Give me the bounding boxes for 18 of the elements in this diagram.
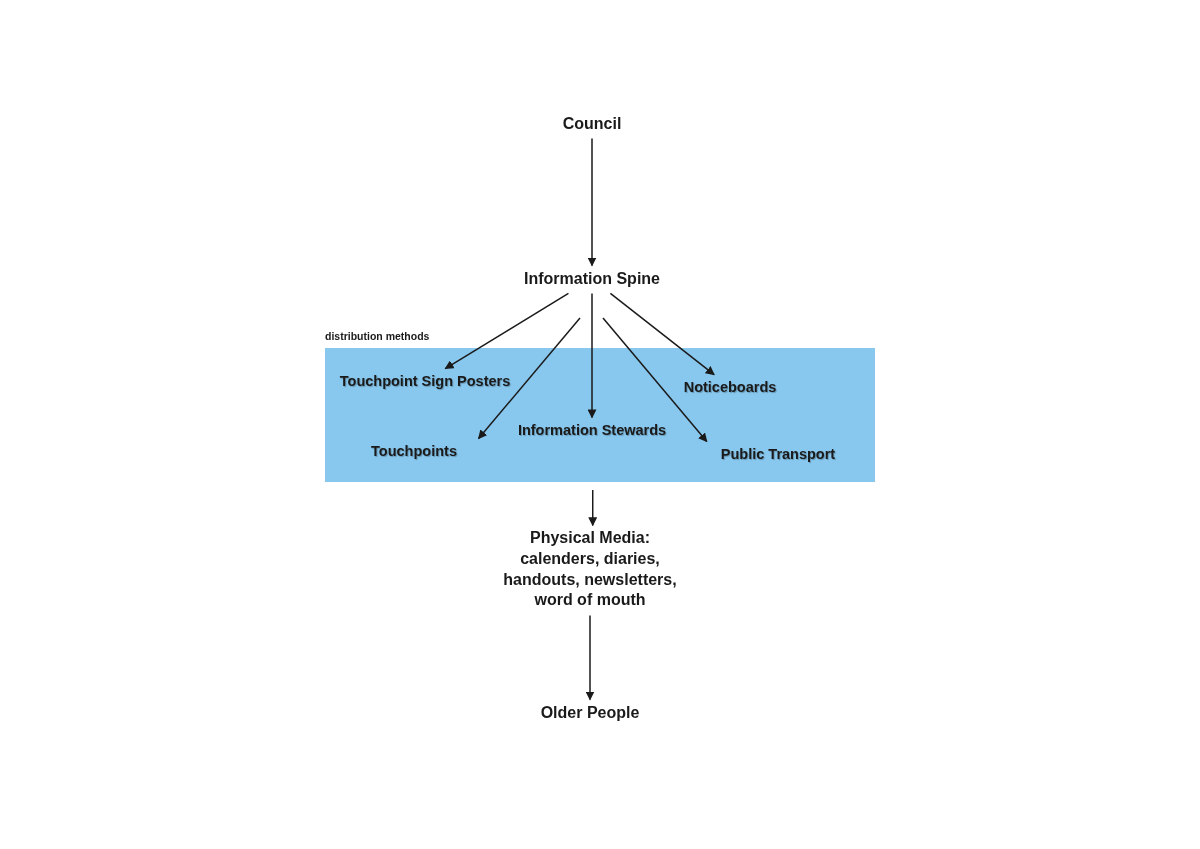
- node-label: Physical Media: calenders, diaries, handouts, newsletters, word of mouth: [490, 528, 690, 612]
- arrow: [585, 614, 595, 701]
- arrow: [477, 317, 581, 440]
- arrow: [587, 137, 597, 267]
- arrow: [587, 292, 597, 419]
- node-label: Public Transport: [720, 444, 836, 464]
- band-heading: distribution methods: [325, 330, 430, 342]
- node-label: Noticeboards: [683, 377, 777, 397]
- node-label: Touchpoint Sign Posters: [339, 371, 511, 391]
- arrow: [609, 292, 715, 376]
- arrow: [588, 489, 598, 527]
- arrow: [602, 317, 708, 443]
- node-label: Information Stewards: [517, 420, 667, 440]
- arrow: [444, 292, 570, 370]
- node-label: Older People: [540, 702, 640, 724]
- node-label: Council: [562, 113, 622, 135]
- node-label: Touchpoints: [371, 441, 457, 461]
- node-label: Information Spine: [524, 268, 660, 290]
